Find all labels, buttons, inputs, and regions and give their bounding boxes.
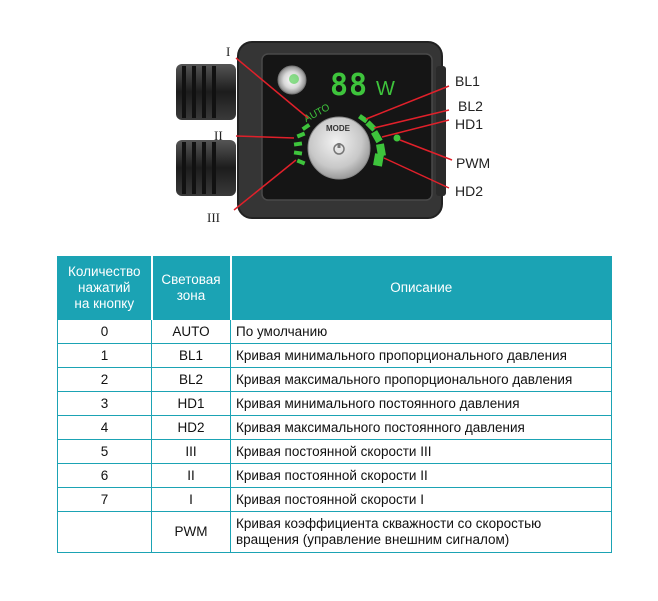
display-unit: W [376, 78, 395, 100]
cell-press-count [57, 511, 152, 553]
cell-description: Кривая коэффициента скважности со скорос… [230, 511, 612, 553]
cell-light-zone: III [151, 439, 231, 464]
pump-controller-diagram: 88 W AUTO MODE I II III BL1 BL2 HD1 [176, 41, 490, 225]
cell-press-count: 6 [57, 463, 152, 488]
cell-description: Кривая минимального постоянного давления [230, 391, 612, 416]
cell-press-count: 4 [57, 415, 152, 440]
cell-light-zone: II [151, 463, 231, 488]
callout-BL2: BL2 [458, 98, 483, 114]
cell-press-count: 0 [57, 319, 152, 344]
cell-press-count: 2 [57, 367, 152, 392]
cell-light-zone: BL1 [151, 343, 231, 368]
cell-press-count: 7 [57, 487, 152, 512]
cell-description: Кривая постоянной скорости III [230, 439, 612, 464]
cell-description: Кривая постоянной скорости II [230, 463, 612, 488]
header-press-count: Количество нажатий на кнопку [57, 256, 152, 320]
display-digits: 88 [330, 68, 368, 103]
callout-HD2: HD2 [455, 183, 483, 199]
cell-description: Кривая максимального пропорционального д… [230, 367, 612, 392]
cell-light-zone: HD2 [151, 415, 231, 440]
table-row: 5 III Кривая постоянной скорости III [57, 439, 612, 464]
pwm-led [393, 134, 401, 142]
cell-description: Кривая постоянной скорости I [230, 487, 612, 512]
callout-PWM: PWM [456, 155, 490, 171]
cable-gland-bottom [176, 140, 236, 196]
cable-gland-top [176, 64, 236, 120]
table-header-row: Количество нажатий на кнопку Световая зо… [57, 256, 612, 320]
cell-press-count: 3 [57, 391, 152, 416]
header-light-zone: Световая зона [150, 256, 231, 320]
cell-light-zone: I [151, 487, 231, 512]
table-row: 0 AUTO По умолчанию [57, 319, 612, 344]
mode-label: MODE [326, 124, 351, 133]
mode-table: Количество нажатий на кнопку Световая зо… [57, 256, 612, 553]
table-row: PWM Кривая коэффициента скважности со ск… [57, 511, 612, 553]
led-curve-bars [358, 114, 386, 167]
cell-light-zone: HD1 [151, 391, 231, 416]
callout-III: III [207, 210, 220, 225]
led-speed-bars [293, 123, 311, 166]
cell-press-count: 5 [57, 439, 152, 464]
callout-pointers [233, 57, 453, 211]
cell-light-zone: AUTO [151, 319, 231, 344]
cell-press-count: 1 [57, 343, 152, 368]
callout-I: I [226, 44, 230, 59]
header-description: Описание [229, 256, 612, 320]
cell-description: Кривая максимального постоянного давлени… [230, 415, 612, 440]
cell-description: Кривая минимального пропорционального да… [230, 343, 612, 368]
cell-light-zone: PWM [151, 511, 231, 553]
table-row: 7 I Кривая постоянной скорости I [57, 487, 612, 512]
table-row: 6 II Кривая постоянной скорости II [57, 463, 612, 488]
table-row: 2 BL2 Кривая максимального пропорциональ… [57, 367, 612, 392]
table-row: 1 BL1 Кривая минимального пропорциональн… [57, 343, 612, 368]
cell-description: По умолчанию [230, 319, 612, 344]
callout-HD1: HD1 [455, 116, 483, 132]
table-row: 4 HD2 Кривая максимального постоянного д… [57, 415, 612, 440]
cell-light-zone: BL2 [151, 367, 231, 392]
callout-II: II [214, 128, 223, 143]
table-row: 3 HD1 Кривая минимального постоянного да… [57, 391, 612, 416]
callout-BL1: BL1 [455, 73, 480, 89]
